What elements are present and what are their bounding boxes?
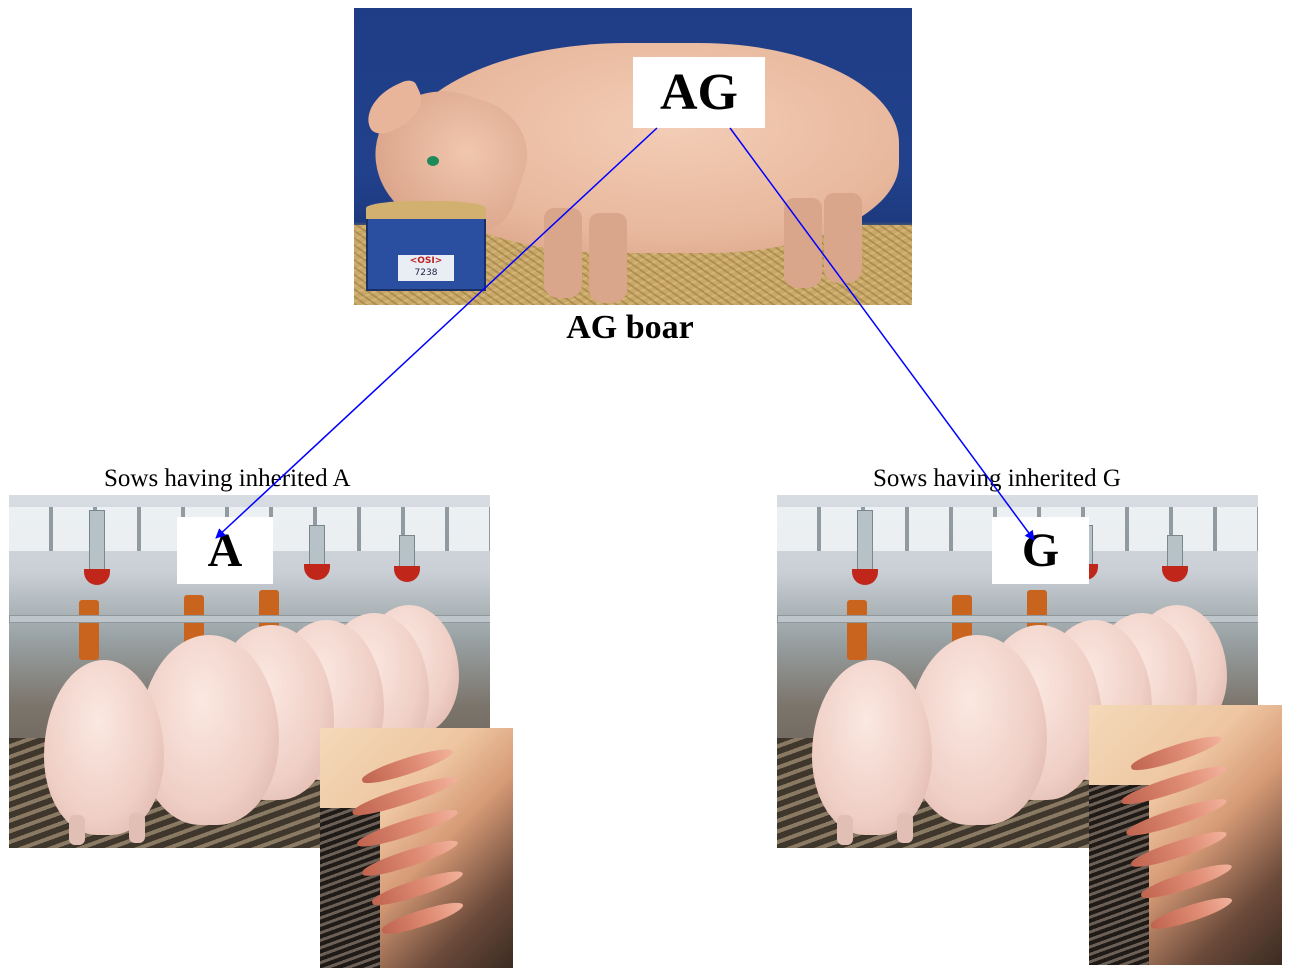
feeder-post (259, 590, 279, 630)
sows-a-caption: Sows having inherited A (104, 464, 351, 494)
feed-box-brand: <OSI> (410, 256, 443, 266)
feeder-post (1027, 590, 1047, 630)
piglet (380, 897, 466, 938)
sow-leg (837, 815, 853, 845)
boar-leg (824, 193, 862, 283)
sows-g-caption: Sows having inherited G (873, 464, 1121, 494)
feeder-tube (309, 525, 325, 567)
piglets-g-photo (1089, 705, 1282, 965)
feed-heap (366, 201, 486, 219)
feed-box: <OSI> 7238 (366, 213, 486, 291)
feeder-tube (857, 510, 873, 572)
ear-tag-mark (427, 156, 439, 166)
boar-caption: AG boar (480, 306, 780, 350)
feeder-tube (399, 535, 415, 569)
sow-leg (69, 815, 85, 845)
sows-a-allele-label: A (177, 517, 273, 584)
feed-box-label: <OSI> 7238 (398, 255, 454, 281)
feeder-tube (1167, 535, 1183, 569)
feeder-post (847, 600, 867, 660)
boar-leg (784, 198, 822, 288)
farrowing-grate (1089, 785, 1149, 965)
boar-leg (544, 208, 582, 298)
boar-genotype-label: AG (633, 57, 765, 128)
feeder-tube (89, 510, 105, 572)
piglet (1149, 892, 1235, 933)
feeder-post (79, 600, 99, 660)
boar-leg (589, 213, 627, 303)
sow-leg (129, 813, 145, 843)
piglets-a-photo (320, 728, 513, 968)
sow (812, 660, 932, 835)
piglet (1139, 859, 1234, 904)
boar-photo: <OSI> 7238 (354, 8, 912, 305)
feed-box-number: 7238 (398, 267, 454, 279)
sow (44, 660, 164, 835)
sow-leg (897, 813, 913, 843)
sows-g-allele-label: G (992, 517, 1089, 584)
